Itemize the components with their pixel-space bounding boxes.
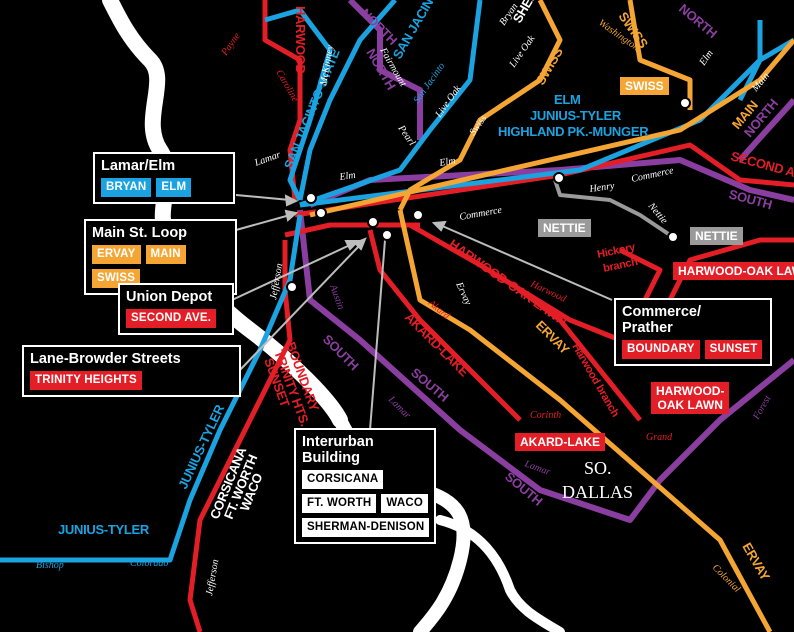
street-label: Lamar bbox=[385, 394, 412, 421]
street-label: Elm bbox=[697, 48, 716, 68]
route-label: AKARD-LAKE bbox=[402, 310, 472, 380]
street-label: Commerce bbox=[459, 205, 504, 223]
route-chip: WACO bbox=[381, 494, 428, 513]
street-label: Colorado bbox=[130, 558, 168, 569]
street-label: Henry bbox=[588, 181, 616, 196]
stop-markers bbox=[286, 97, 691, 293]
callout-title: Commerce/ Prather bbox=[622, 304, 701, 336]
route-label: ERVAY bbox=[533, 318, 573, 358]
street-label: Grand bbox=[646, 432, 673, 443]
street-label: Live Oak bbox=[507, 33, 538, 70]
callout-commerce-prather: Commerce/ Prather BOUNDARY SUNSET bbox=[614, 298, 772, 366]
route-label: NORTH bbox=[676, 1, 720, 41]
street-label: Ervay bbox=[453, 280, 474, 308]
callout-title: Lamar/Elm bbox=[101, 158, 176, 174]
street-label: Payne bbox=[219, 30, 243, 58]
callout-leaders bbox=[231, 194, 613, 431]
route-chip: BRYAN bbox=[101, 178, 152, 197]
street-label: Elm bbox=[438, 155, 457, 169]
route-orange bbox=[309, 0, 794, 632]
street-label: Jefferson bbox=[204, 559, 221, 597]
route-label: SOUTH bbox=[408, 365, 451, 405]
street-label: Commerce bbox=[630, 165, 675, 185]
callout-title: Lane-Browder Streets bbox=[30, 351, 181, 367]
street-label: Elm bbox=[338, 170, 356, 183]
place-label: SO. bbox=[584, 458, 612, 478]
route-chip: SECOND AVE. bbox=[126, 309, 217, 328]
route-label: JUNIUS-TYLER bbox=[530, 108, 622, 123]
route-tag-harwood-oak-lawn: HARWOOD-OAK LAWN bbox=[673, 262, 794, 280]
route-label: SWISS bbox=[533, 44, 567, 87]
route-gray bbox=[553, 179, 672, 237]
street-label: Colonial bbox=[710, 562, 743, 595]
route-tag-nettie: NETTIE bbox=[538, 219, 591, 237]
street-label: Austin bbox=[327, 282, 346, 311]
route-chip: CORSICANA bbox=[302, 470, 384, 489]
route-label: ERVAY bbox=[739, 540, 773, 583]
callout-lamar-elm: Lamar/Elm BRYAN ELM bbox=[93, 152, 235, 204]
route-tag-harwood-oak-lawn: HARWOOD- OAK LAWN bbox=[651, 382, 730, 414]
route-label: ELM bbox=[554, 92, 581, 107]
route-tag-swiss: SWISS bbox=[620, 77, 669, 95]
street-label: Forest bbox=[751, 394, 774, 423]
route-chip: ELM bbox=[156, 178, 192, 197]
street-label: Pearl bbox=[395, 123, 417, 149]
street-label: Lamar bbox=[522, 458, 552, 478]
route-label: HARWOOD bbox=[293, 6, 308, 74]
route-chip: BOUNDARY bbox=[622, 340, 700, 359]
route-label: JUNIUS-TYLER bbox=[58, 522, 150, 537]
route-chip: FT. WORTH bbox=[302, 494, 377, 513]
route-blue bbox=[0, 0, 794, 563]
route-chip: SUNSET bbox=[704, 340, 763, 359]
route-tag-nettie: NETTIE bbox=[690, 227, 743, 245]
callout-interurban-building: Interurban Building CORSICANA FT. WORTH … bbox=[294, 428, 436, 544]
street-label: Bishop bbox=[36, 560, 64, 571]
callout-union-depot: Union Depot SECOND AVE. bbox=[118, 283, 234, 335]
place-label: DALLAS bbox=[562, 482, 633, 502]
street-label: Corinth bbox=[530, 410, 561, 421]
callout-title: Main St. Loop bbox=[92, 225, 188, 241]
callout-lane-browder: Lane-Browder Streets TRINITY HEIGHTS bbox=[22, 345, 241, 397]
street-label: Lamar bbox=[252, 149, 282, 169]
route-chip: SHERMAN-DENISON bbox=[302, 518, 430, 537]
callout-title: Interurban Building bbox=[302, 434, 374, 466]
callout-title: Union Depot bbox=[126, 289, 213, 305]
route-tag-akard-lake: AKARD-LAKE bbox=[515, 433, 605, 451]
route-chip: ERVAY bbox=[92, 245, 141, 264]
street-label: Live Oak bbox=[433, 83, 464, 120]
route-chip: TRINITY HEIGHTS bbox=[30, 371, 142, 390]
route-chip: MAIN bbox=[145, 245, 186, 264]
route-label: SAN JACINTO bbox=[390, 0, 445, 62]
street-label: San Jacinto bbox=[411, 61, 447, 106]
place-label-so-dallas: SO. DALLAS bbox=[562, 458, 633, 502]
route-label: HIGHLAND PK.-MUNGER bbox=[498, 124, 649, 139]
